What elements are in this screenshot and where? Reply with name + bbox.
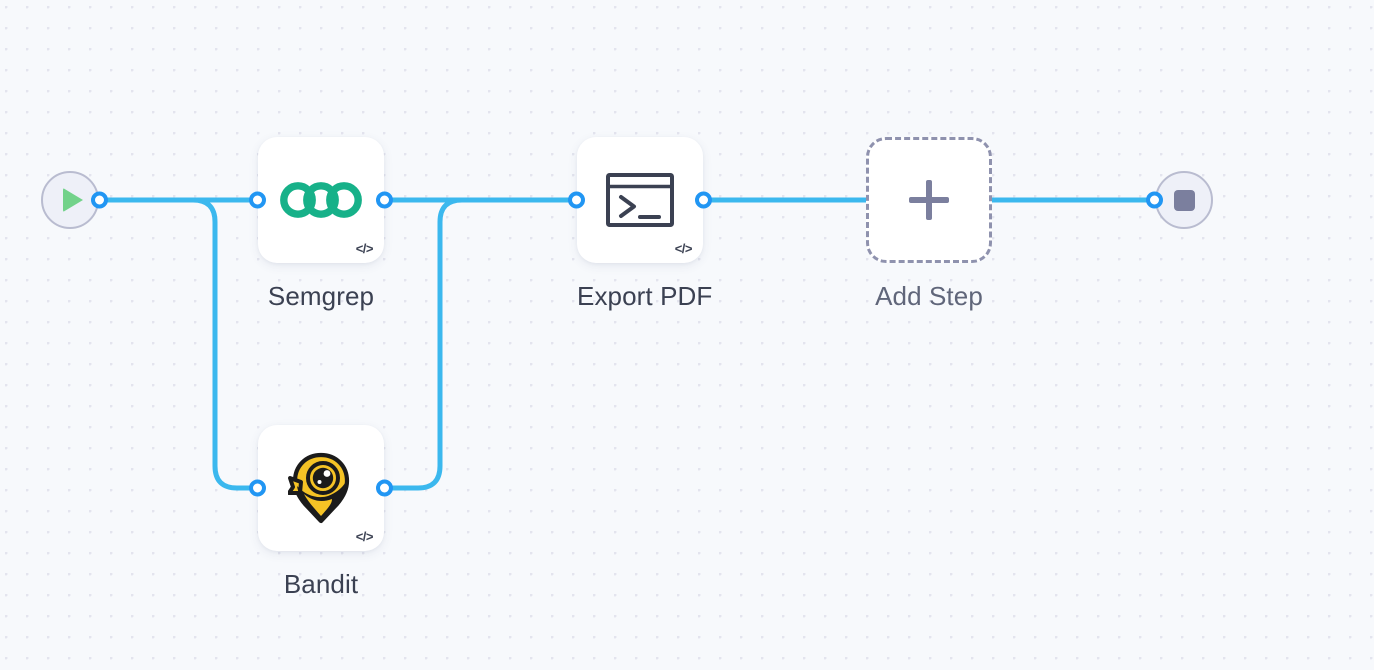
- step-node-bandit[interactable]: </> Bandit: [249, 425, 393, 600]
- end-node-input-port[interactable]: [1146, 191, 1163, 209]
- semgrep-output-port[interactable]: [376, 191, 393, 209]
- semgrep-logo-icon: [280, 182, 362, 218]
- step-card-bandit[interactable]: </>: [249, 425, 393, 551]
- code-badge-icon: </>: [674, 241, 693, 256]
- step-node-export-pdf[interactable]: </> Export PDF: [568, 137, 713, 312]
- bandit-logo-icon: [288, 452, 354, 524]
- step-label-add-step: Add Step: [875, 281, 983, 311]
- bandit-input-port[interactable]: [249, 479, 266, 497]
- terminal-icon: [605, 172, 675, 228]
- plus-icon: [909, 180, 949, 220]
- code-badge-icon: </>: [355, 241, 374, 256]
- semgrep-input-port[interactable]: [249, 191, 266, 209]
- edge-bandit-to-exportpdf: [384, 197, 583, 491]
- export-pdf-output-port[interactable]: [695, 191, 712, 209]
- step-label-export-pdf: Export PDF: [577, 281, 713, 311]
- start-node-output-port[interactable]: [91, 191, 108, 209]
- end-node[interactable]: [1146, 171, 1213, 229]
- add-step-button[interactable]: [866, 137, 992, 263]
- play-icon: [63, 188, 83, 212]
- export-pdf-input-port[interactable]: [568, 191, 585, 209]
- step-label-semgrep: Semgrep: [267, 281, 375, 311]
- stop-icon: [1173, 189, 1195, 211]
- step-node-semgrep[interactable]: </> Semgrep: [249, 137, 393, 312]
- step-card-semgrep[interactable]: </>: [249, 137, 393, 263]
- step-card-export-pdf[interactable]: </>: [568, 137, 712, 263]
- edge-start-to-bandit: [96, 197, 264, 491]
- step-node-add-step[interactable]: Add Step: [866, 137, 992, 312]
- start-node[interactable]: [41, 171, 108, 229]
- code-badge-icon: </>: [355, 529, 374, 544]
- step-label-bandit: Bandit: [283, 569, 359, 599]
- bandit-output-port[interactable]: [376, 479, 393, 497]
